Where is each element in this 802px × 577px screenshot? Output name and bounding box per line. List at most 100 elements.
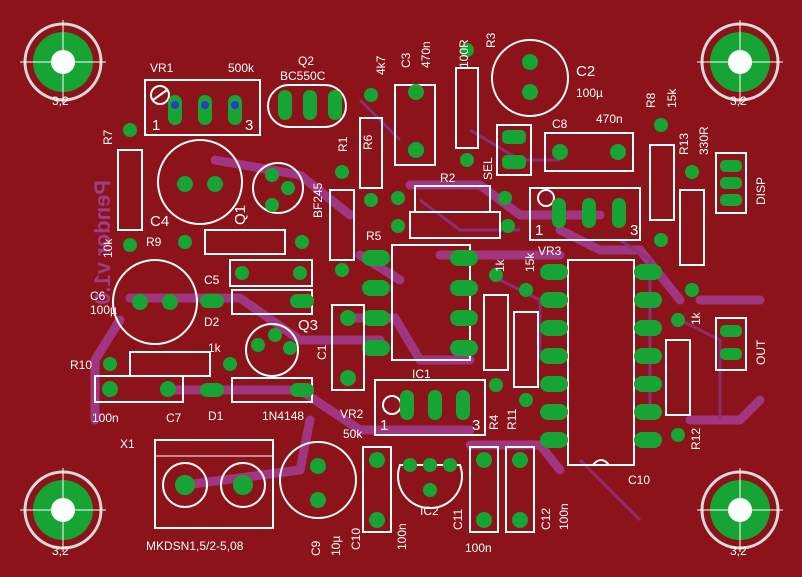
svg-text:C12: C12 [539, 508, 553, 530]
r1-resistor: R1 [329, 136, 355, 277]
c12-capacitor: C12 100n [505, 446, 571, 533]
svg-text:R12: R12 [689, 428, 703, 450]
svg-text:100µ: 100µ [576, 86, 603, 100]
svg-text:BC550C: BC550C [280, 69, 326, 83]
svg-text:OUT: OUT [754, 339, 768, 365]
r8-resistor: R8 15k [644, 88, 679, 247]
svg-text:R6: R6 [361, 134, 375, 150]
svg-text:3,2: 3,2 [52, 94, 69, 108]
svg-text:VR3: VR3 [538, 244, 562, 258]
r5-label: R5 [366, 229, 382, 243]
svg-text:330R: 330R [697, 126, 711, 155]
ic3-dip14: C10 [540, 259, 662, 487]
vr1-trimmer: 1 3 VR1 500k [144, 61, 261, 136]
svg-text:D1: D1 [208, 409, 224, 423]
svg-text:C5: C5 [204, 273, 220, 287]
svg-text:100n: 100n [92, 411, 119, 425]
c9-capacitor: C9 10µ [279, 441, 357, 556]
svg-text:R13: R13 [677, 133, 691, 155]
out-header: OUT [715, 317, 768, 371]
svg-text:100n: 100n [395, 523, 409, 550]
svg-text:BF245: BF245 [311, 182, 325, 218]
disp-header: DISP [715, 152, 768, 214]
svg-text:R1: R1 [336, 136, 350, 152]
r4-resistor: 1k R4 [483, 258, 509, 430]
svg-text:470n: 470n [596, 112, 623, 126]
svg-text:IC1: IC1 [412, 367, 431, 381]
ic-dip8-left [362, 244, 478, 361]
svg-text:C3: C3 [399, 52, 413, 68]
mount-hole-top-left: 3,2 [20, 20, 106, 108]
svg-text:R7: R7 [101, 129, 115, 145]
c8-capacitor: C8 470n [544, 112, 634, 172]
r3-resistor: R3 100R [455, 32, 498, 167]
svg-text:3,2: 3,2 [730, 94, 747, 108]
svg-text:C9: C9 [309, 540, 323, 556]
svg-text:C11: C11 [451, 509, 465, 530]
q2-transistor: Q2 BC550C [267, 54, 347, 128]
svg-text:3,2: 3,2 [52, 544, 69, 558]
r2-resistor: R2 [391, 171, 515, 239]
svg-text:1k: 1k [689, 311, 703, 325]
mount-hole-bottom-right: 3,2 [697, 468, 783, 558]
svg-text:Q1: Q1 [232, 205, 249, 225]
r9-resistor: R9 [146, 229, 309, 255]
ic2-regulator: IC2 [397, 458, 463, 518]
svg-text:C7: C7 [166, 411, 182, 425]
svg-text:15k: 15k [665, 88, 679, 108]
svg-text:C1: C1 [315, 344, 329, 360]
svg-text:1k: 1k [208, 341, 222, 355]
svg-text:3: 3 [630, 222, 638, 239]
svg-text:Q3: Q3 [298, 317, 318, 334]
svg-text:Q2: Q2 [298, 54, 314, 68]
svg-text:1: 1 [380, 417, 388, 434]
svg-text:C6: C6 [90, 289, 106, 303]
svg-text:VR2: VR2 [340, 407, 364, 421]
svg-text:100µ: 100µ [90, 303, 117, 317]
svg-text:10µ: 10µ [329, 536, 343, 556]
r12-resistor: 1k R12 [665, 311, 703, 450]
svg-text:R11: R11 [505, 409, 519, 430]
svg-text:R10: R10 [70, 358, 92, 372]
svg-text:MKDSN1,5/2-5,08: MKDSN1,5/2-5,08 [146, 539, 244, 553]
svg-text:10k: 10k [101, 238, 115, 258]
svg-text:100n: 100n [465, 541, 492, 555]
c2-capacitor: C2 100µ [491, 39, 603, 117]
svg-text:C10: C10 [628, 473, 650, 487]
svg-text:R9: R9 [146, 235, 162, 249]
svg-text:3: 3 [472, 417, 480, 434]
svg-text:50k: 50k [343, 427, 363, 441]
mirrored-title: Pendor v1.0 [90, 180, 115, 305]
svg-text:100R: 100R [457, 39, 471, 68]
x1-terminal-block: X1 MKDSN1,5/2-5,08 [120, 437, 274, 553]
svg-text:1: 1 [152, 117, 160, 134]
c4-capacitor: C4 [150, 139, 243, 230]
svg-text:1N4148: 1N4148 [262, 409, 304, 423]
r13-resistor: R13 330R [677, 126, 711, 297]
svg-text:VR1: VR1 [150, 61, 174, 75]
svg-text:DISP: DISP [754, 177, 768, 205]
bottom-traces-thin [358, 98, 722, 522]
r11-resistor: 15k R11 [505, 252, 539, 430]
svg-text:C4: C4 [150, 213, 169, 230]
q1-transistor: Q1 BF245 [232, 162, 325, 225]
svg-text:SEL: SEL [481, 157, 495, 180]
svg-text:R5: R5 [366, 229, 382, 243]
svg-text:1: 1 [535, 222, 543, 239]
sel-header: SEL [481, 124, 532, 180]
svg-text:R3: R3 [484, 32, 498, 48]
svg-text:3: 3 [245, 117, 253, 134]
svg-text:C8: C8 [552, 117, 568, 131]
vr2-trimmer: 1 3 VR2 50k [340, 379, 486, 441]
r6-resistor: R6 4k7 [359, 55, 388, 207]
mount-hole-top-right: 3,2 [697, 20, 783, 108]
c1-capacitor: C1 [315, 304, 365, 391]
vr3-trimmer: 1 3 VR3 [529, 187, 641, 258]
c5-capacitor: C5 [204, 259, 313, 287]
c11-capacitor: C11 100n [451, 446, 499, 555]
svg-text:C2: C2 [576, 63, 595, 80]
svg-text:X1: X1 [120, 437, 135, 451]
svg-text:3,2: 3,2 [730, 544, 747, 558]
